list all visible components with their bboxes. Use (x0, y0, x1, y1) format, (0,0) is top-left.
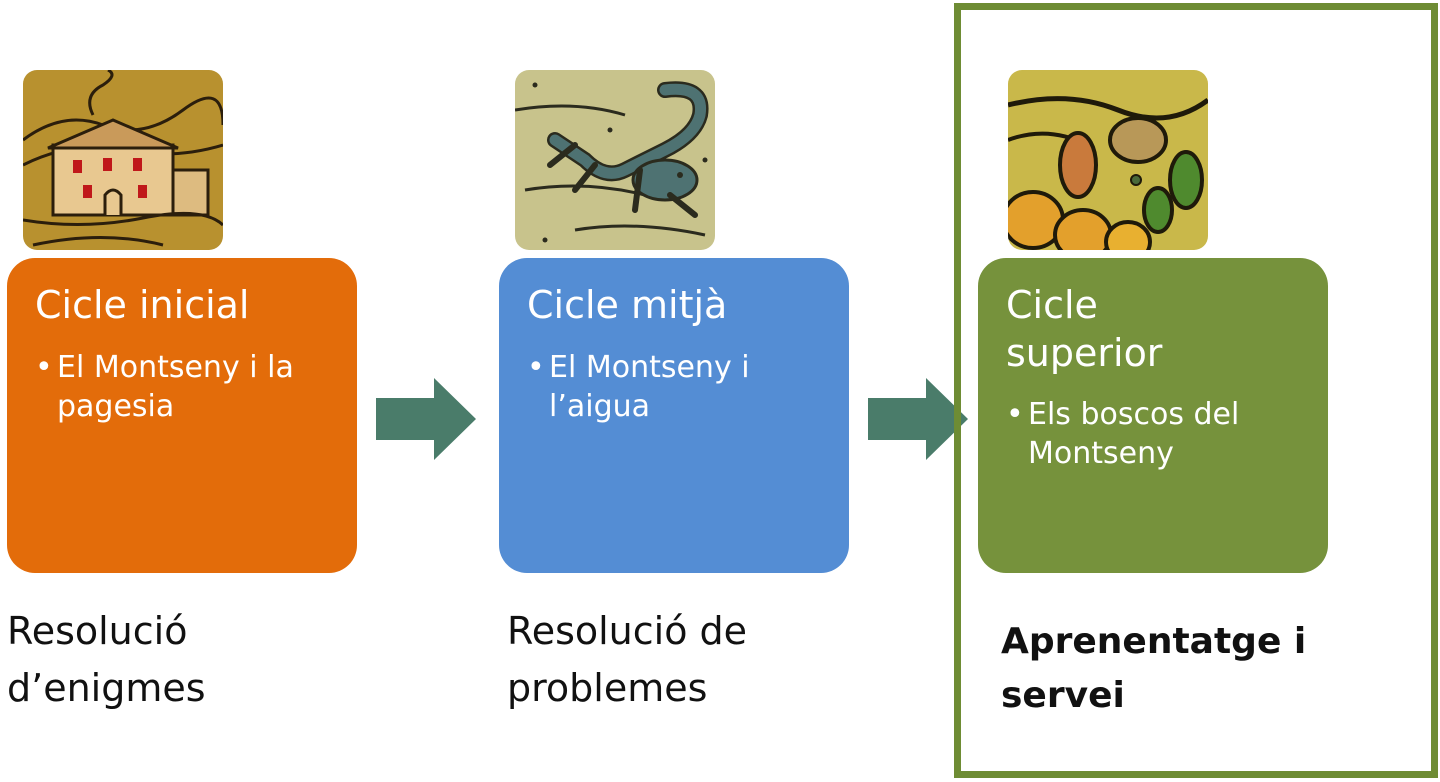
card-bullet-item: • El Montseny i la pagesia (35, 348, 329, 426)
card-item-text: El Montseny i l’aigua (549, 349, 750, 424)
caption-line: problemes (507, 666, 708, 710)
card-bullet-item: • El Montseny i l’aigua (527, 348, 821, 426)
right-arrow-icon (376, 378, 476, 460)
stage-caption: Resolució de problemes (507, 603, 747, 717)
stage-caption: Resolució d’enigmes (7, 603, 206, 717)
caption-line: d’enigmes (7, 666, 206, 710)
card-item-text: El Montseny i la pagesia (57, 349, 294, 424)
caption-line: Resolució (7, 609, 188, 653)
caption-line: Aprenentatge i servei (1001, 621, 1307, 716)
highlight-frame (954, 3, 1438, 778)
stage-caption: Aprenentatge i servei (1001, 615, 1440, 723)
stage-card-cicle-superior: Cicle superior • Els boscos del Montseny (978, 258, 1328, 573)
farmhouse-illustration (23, 70, 223, 250)
card-title: Cicle superior (1006, 283, 1163, 375)
stage-card-cicle-mitja: Cicle mitjà • El Montseny i l’aigua (499, 258, 849, 573)
caption-line: Resolució de (507, 609, 748, 653)
bullet-icon: • (527, 349, 545, 385)
card-bullet-item: • Els boscos del Montseny (1006, 395, 1300, 473)
card-item-text: Els boscos del Montseny (1028, 397, 1240, 471)
right-arrow-icon (868, 378, 968, 460)
bullet-icon: • (1006, 397, 1024, 432)
card-title: Cicle inicial (35, 283, 250, 327)
stage-card-cicle-inicial: Cicle inicial • El Montseny i la pagesia (7, 258, 357, 573)
salamander-illustration (515, 70, 715, 250)
bullet-icon: • (35, 349, 53, 385)
forest-illustration (1008, 70, 1208, 250)
card-title: Cicle mitjà (527, 283, 728, 327)
